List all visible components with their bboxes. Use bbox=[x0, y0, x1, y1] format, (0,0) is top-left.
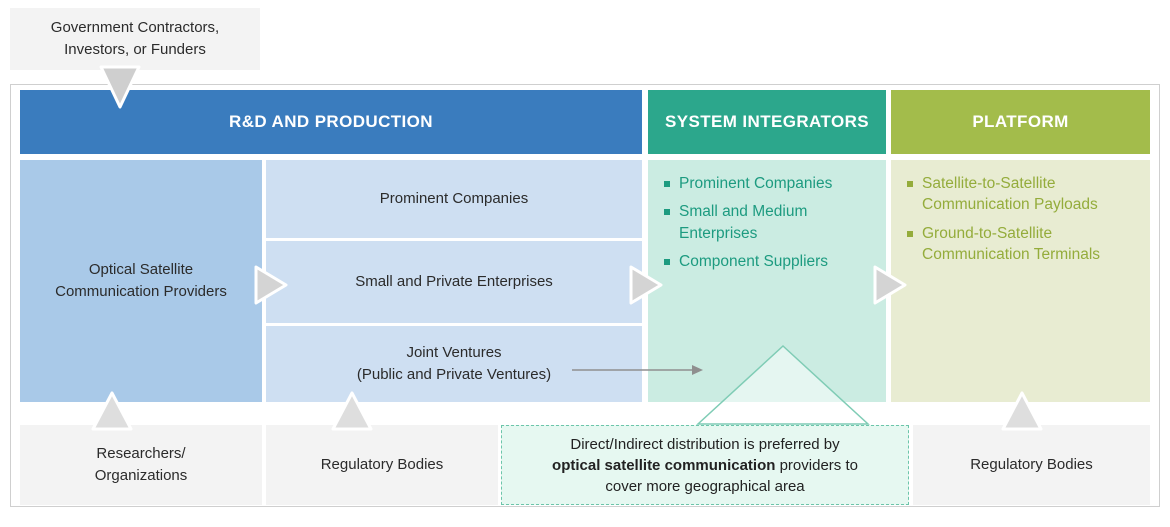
header-si-label: SYSTEM INTEGRATORS bbox=[665, 112, 869, 131]
regulatory-bodies-left-box: Regulatory Bodies bbox=[266, 425, 498, 505]
list-item-label: Satellite-to-Satellite Communication Pay… bbox=[922, 175, 1098, 214]
header-rd-label: R&D AND PRODUCTION bbox=[229, 112, 433, 131]
joint-ventures-box: Joint Ventures (Public and Private Ventu… bbox=[266, 326, 642, 402]
header-platform-label: PLATFORM bbox=[972, 112, 1069, 131]
list-item-label: Small and Medium Enterprises bbox=[679, 203, 808, 242]
system-integrators-list: Prominent Companies Small and Medium Ent… bbox=[648, 160, 886, 273]
list-item: Small and Medium Enterprises bbox=[662, 201, 876, 244]
callout-line3: cover more geographical area bbox=[605, 477, 805, 495]
list-item: Satellite-to-Satellite Communication Pay… bbox=[905, 173, 1140, 216]
bullet-icon bbox=[664, 259, 670, 266]
small-private-enterprises-label: Small and Private Enterprises bbox=[355, 272, 553, 290]
list-item-label: Prominent Companies bbox=[679, 175, 833, 192]
bullet-icon bbox=[907, 181, 913, 187]
researchers-label: Researchers/ Organizations bbox=[94, 445, 188, 484]
government-contractors-box: Government Contractors, Investors, or Fu… bbox=[10, 8, 260, 70]
regulatory-bodies-right-label: Regulatory Bodies bbox=[970, 456, 1093, 474]
callout-line1: Direct/Indirect distribution is preferre… bbox=[570, 435, 840, 453]
list-item-label: Component Suppliers bbox=[679, 253, 829, 271]
regulatory-bodies-right-box: Regulatory Bodies bbox=[913, 425, 1150, 505]
prominent-companies-box: Prominent Companies bbox=[266, 160, 642, 238]
callout-text: Direct/Indirect distribution is preferre… bbox=[552, 434, 858, 497]
platform-panel: Satellite-to-Satellite Communication Pay… bbox=[891, 160, 1150, 402]
list-item: Ground-to-Satellite Communication Termin… bbox=[905, 223, 1140, 266]
regulatory-bodies-left-label: Regulatory Bodies bbox=[320, 456, 444, 474]
callout-box: Direct/Indirect distribution is preferre… bbox=[501, 425, 909, 505]
prominent-companies-label: Prominent Companies bbox=[379, 189, 529, 207]
list-item-label: Ground-to-Satellite Communication Termin… bbox=[922, 224, 1101, 264]
researchers-box: Researchers/ Organizations bbox=[20, 425, 262, 505]
bullet-icon bbox=[907, 230, 913, 237]
header-platform: PLATFORM bbox=[891, 90, 1150, 154]
providers-label: Optical Satellite Communication Provider… bbox=[55, 260, 227, 301]
platform-list: Satellite-to-Satellite Communication Pay… bbox=[891, 160, 1150, 266]
system-integrators-panel: Prominent Companies Small and Medium Ent… bbox=[648, 160, 886, 402]
header-system-integrators: SYSTEM INTEGRATORS bbox=[648, 90, 886, 154]
list-item: Component Suppliers bbox=[662, 251, 876, 272]
providers-box: Optical Satellite Communication Provider… bbox=[20, 160, 262, 402]
small-private-enterprises-box: Small and Private Enterprises bbox=[266, 241, 642, 323]
government-contractors-label: Government Contractors, Investors, or Fu… bbox=[50, 19, 220, 58]
callout-line2-bold: optical satellite communication bbox=[552, 456, 776, 474]
joint-ventures-label: Joint Ventures (Public and Private Ventu… bbox=[356, 343, 552, 384]
header-rd-and-production: R&D AND PRODUCTION bbox=[20, 90, 642, 154]
bullet-icon bbox=[664, 209, 670, 216]
callout-line2-rest: providers to bbox=[775, 456, 858, 474]
bullet-icon bbox=[664, 181, 670, 187]
list-item: Prominent Companies bbox=[662, 173, 876, 194]
